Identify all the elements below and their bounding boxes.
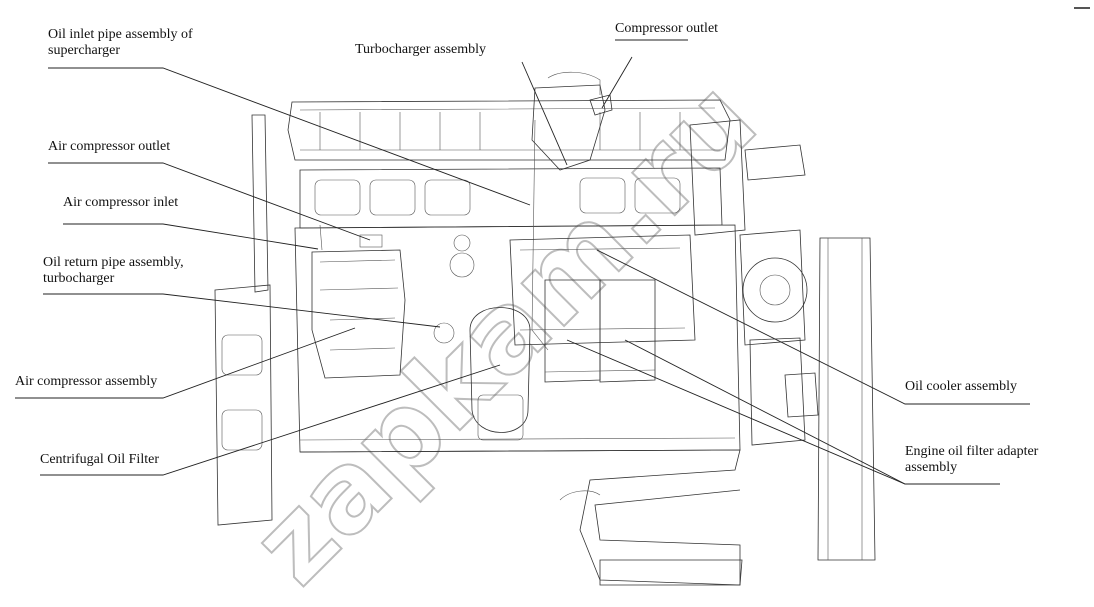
label-compressor-outlet: Compressor outlet — [615, 21, 719, 36]
label-filter-adapter-line1: Engine oil filter adapter — [905, 444, 1039, 459]
label-filter-adapter-line2: assembly — [905, 460, 958, 475]
leader-air-compressor-inlet — [63, 223, 319, 250]
leader-turbocharger — [521, 61, 568, 166]
leader-lines — [15, 39, 1030, 485]
leader-air-compressor-outlet — [48, 162, 371, 241]
engine-body — [214, 7, 1090, 586]
leader-oil-cooler — [596, 249, 1030, 405]
label-oil-inlet-pipe-line1: Oil inlet pipe assembly of — [48, 27, 193, 42]
leader-oil-inlet-pipe — [48, 67, 531, 206]
label-turbocharger: Turbocharger assembly — [355, 42, 487, 57]
label-oil-inlet-pipe: Oil inlet pipe assembly of supercharger — [48, 27, 193, 59]
label-oil-cooler: Oil cooler assembly — [905, 379, 1017, 394]
label-oil-inlet-pipe-line2: supercharger — [48, 43, 121, 58]
label-filter-adapter: Engine oil filter adapter assembly — [905, 444, 1038, 476]
label-oil-return-pipe: Oil return pipe assembly, turbocharger — [43, 255, 184, 287]
label-oil-return-pipe-line1: Oil return pipe assembly, — [43, 255, 184, 270]
label-oil-return-pipe-line2: turbocharger — [43, 271, 115, 286]
label-air-compressor-inlet: Air compressor inlet — [63, 195, 179, 210]
leader-centrifugal-filter — [40, 364, 501, 476]
label-centrifugal-filter: Centrifugal Oil Filter — [40, 452, 159, 467]
label-air-compressor-outlet: Air compressor outlet — [48, 139, 171, 154]
leader-air-compressor-assembly — [15, 327, 356, 399]
leader-compressor-outlet — [601, 39, 688, 109]
label-air-compressor-assembly: Air compressor assembly — [15, 374, 158, 389]
watermark: zapkam.ru — [228, 56, 780, 607]
leader-filter-adapter-2 — [624, 339, 906, 485]
leader-oil-return-pipe — [43, 293, 441, 328]
